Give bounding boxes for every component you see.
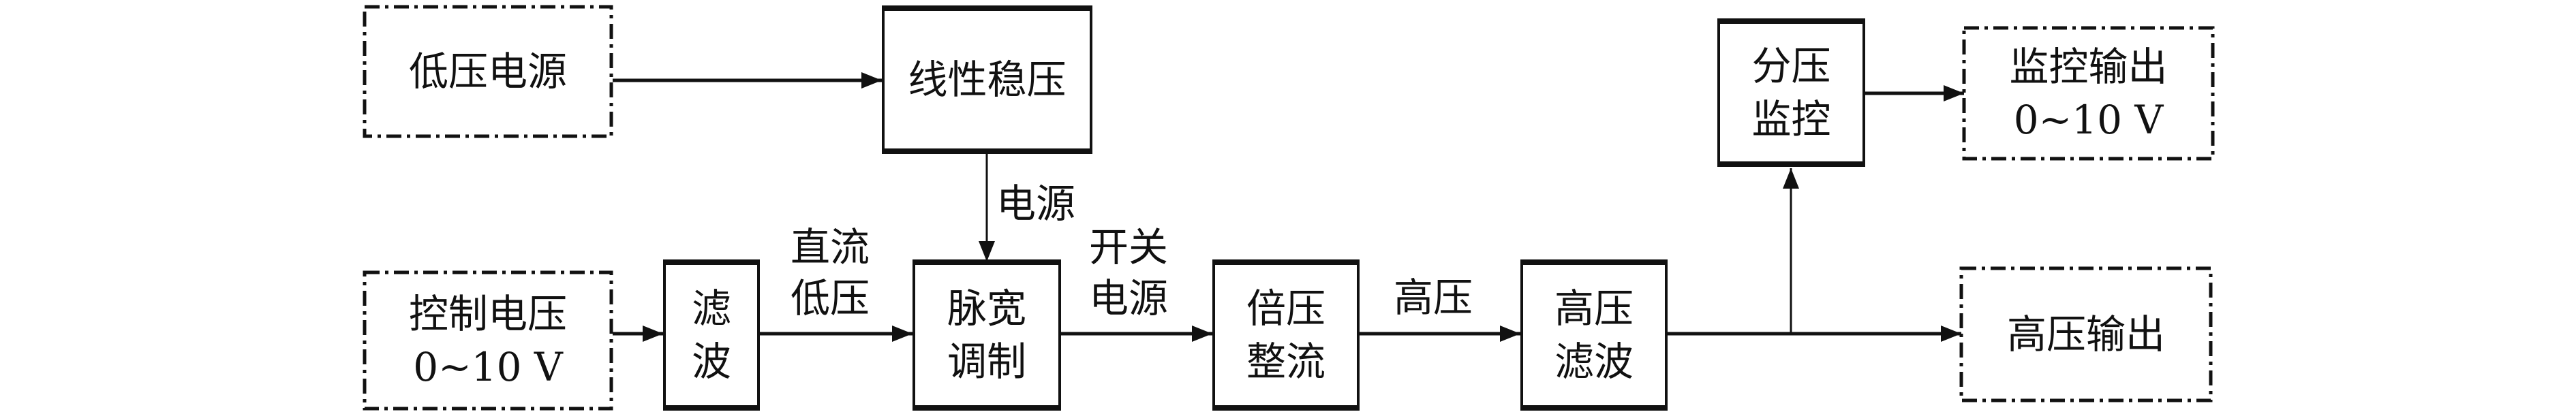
edge-label-dc-low-line1: 直流 xyxy=(791,224,870,270)
filter-label-line2: 波 xyxy=(691,338,731,385)
control-voltage-block: 控制电压 0~10 V xyxy=(365,272,611,409)
edge-label-switch-line2: 电源 xyxy=(1089,275,1169,322)
linear-regulator-label: 线性稳压 xyxy=(908,56,1067,103)
monitor-output-range: 0~10 V xyxy=(2013,97,2164,143)
filter-block: 滤 波 xyxy=(663,259,760,411)
pwm-label-line2: 调制 xyxy=(947,338,1026,385)
monitor-output-label: 监控输出 xyxy=(2009,43,2168,90)
monitor-output-border xyxy=(1962,26,2215,161)
edge-label-high-voltage: 高压 xyxy=(1394,274,1473,321)
doubler-label-line1: 倍压 xyxy=(1246,285,1325,332)
control-voltage-label: 控制电压 xyxy=(408,290,567,337)
edge-label-power: 电源 xyxy=(996,180,1076,227)
divider-monitor-label-line1: 分压 xyxy=(1751,42,1831,89)
filter-label-line1: 滤 xyxy=(691,285,731,332)
monitor-output-block: 监控输出 0~10 V xyxy=(1964,28,2213,159)
voltage-doubler-block: 倍压 整流 xyxy=(1212,259,1360,411)
divider-monitor-block: 分压 监控 xyxy=(1717,18,1865,167)
low-voltage-source-border xyxy=(363,5,613,138)
pwm-block: 脉宽 调制 xyxy=(913,259,1061,411)
edge-label-dc-low: 直流 低压 xyxy=(791,222,870,325)
pwm-label-line1: 脉宽 xyxy=(947,285,1026,332)
doubler-label-line2: 整流 xyxy=(1246,338,1325,385)
edge-label-switch-line1: 开关 xyxy=(1089,224,1169,270)
linear-regulator-block: 线性稳压 xyxy=(882,5,1092,154)
edge-label-dc-low-line2: 低压 xyxy=(791,275,870,322)
low-voltage-source-block: 低压电源 xyxy=(365,7,611,136)
hv-output-label: 高压输出 xyxy=(2006,311,2165,358)
edge-label-switch-power: 开关 电源 xyxy=(1089,222,1168,325)
control-voltage-range: 0~10 V xyxy=(413,344,563,390)
divider-monitor-label-line2: 监控 xyxy=(1751,96,1831,142)
hv-output-block: 高压输出 xyxy=(1961,268,2211,400)
hv-filter-block: 高压 滤波 xyxy=(1520,259,1668,411)
control-voltage-border xyxy=(363,270,613,411)
low-voltage-source-label: 低压电源 xyxy=(408,48,567,95)
hv-filter-label-line1: 高压 xyxy=(1554,285,1634,332)
hv-filter-label-line2: 滤波 xyxy=(1554,338,1634,385)
